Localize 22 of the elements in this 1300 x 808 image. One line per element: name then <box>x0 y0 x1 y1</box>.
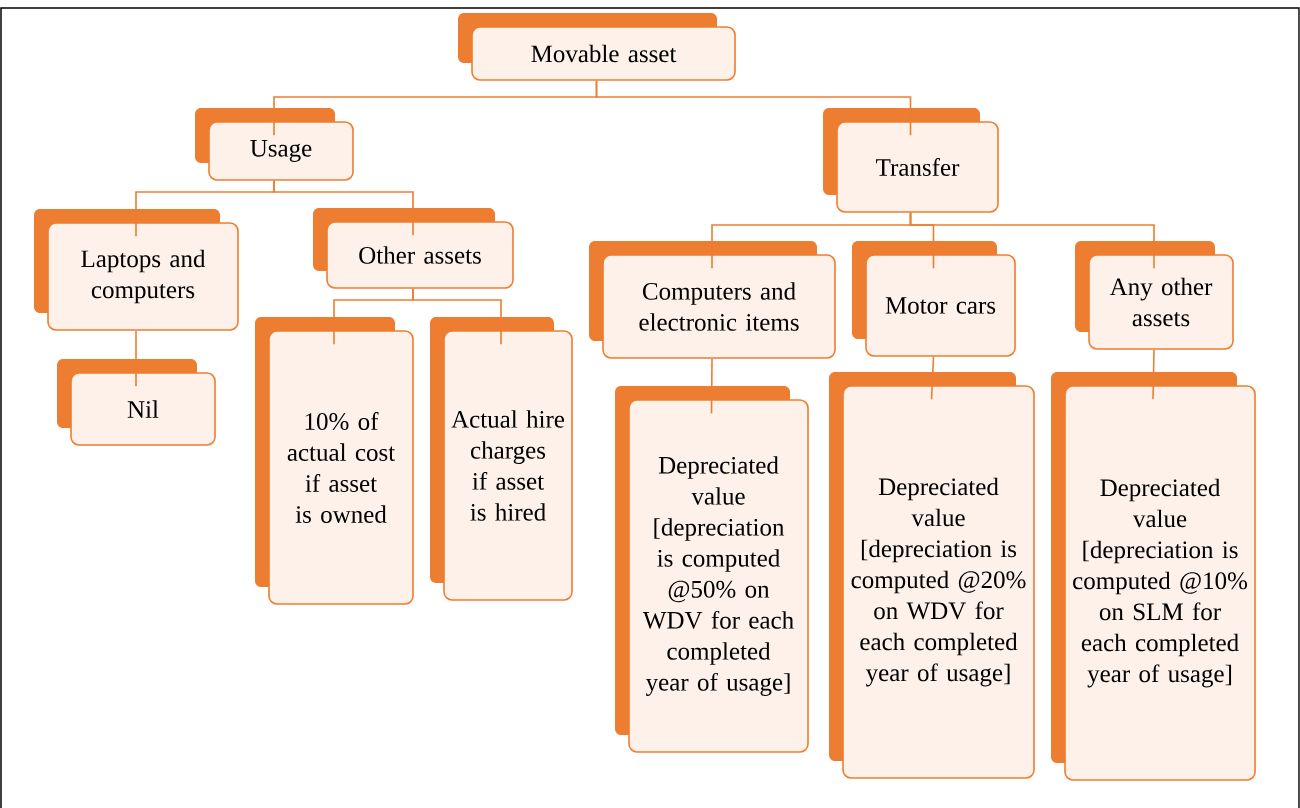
process-box: Any other assets <box>1075 241 1234 350</box>
process-box: Movable asset <box>458 13 736 81</box>
connector-line <box>710 358 713 414</box>
process-box: Other assets <box>313 208 514 289</box>
process-box: 10% of actual cost if asset is owned <box>255 317 414 605</box>
connector-line <box>135 330 137 387</box>
process-box: Computers and electronic items <box>589 241 836 359</box>
connector-line <box>930 356 935 400</box>
process-box: Depreciated value [depreciation is computed @50% on WDV for each completed year of usage] <box>615 386 809 753</box>
connector-line <box>273 180 414 236</box>
connector-line <box>909 212 1155 269</box>
process-box: Actual hire charges if asset is hired <box>430 317 573 601</box>
process-box: Usage <box>195 108 354 181</box>
process-box: Transfer <box>823 108 999 213</box>
connector-line <box>595 80 912 136</box>
connector-line <box>412 288 502 345</box>
process-box: Depreciated value [depreciation is computed @10% on SLM for each completed year of usage] <box>1051 372 1256 781</box>
process-box: Laptops and computers <box>34 209 239 331</box>
connector-line <box>1152 349 1155 400</box>
process-box: Nil <box>57 359 216 446</box>
process-box: Depreciated value [depreciation is computed @20% on WDV for each completed year of usage] <box>829 372 1035 779</box>
process-box: Motor cars <box>852 241 1016 357</box>
